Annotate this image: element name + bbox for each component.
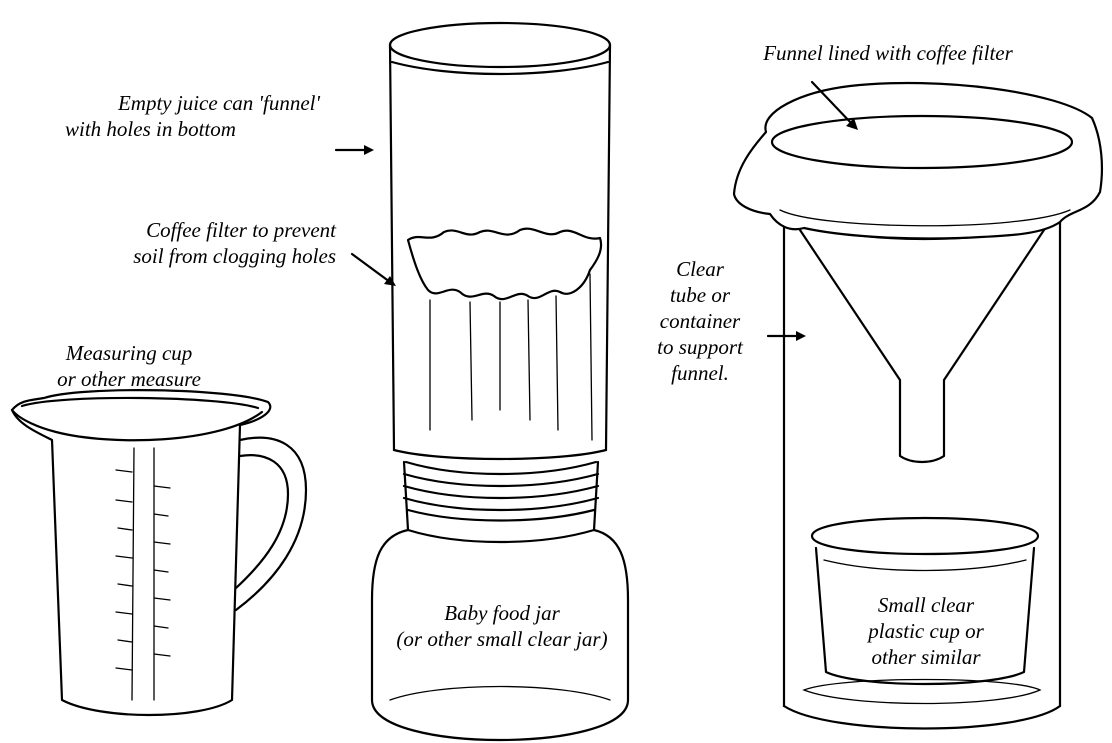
- label-line: soil from clogging holes: [60, 243, 336, 269]
- label-line: other similar: [828, 644, 1024, 670]
- label-line: Coffee filter to prevent: [60, 217, 336, 243]
- arrow-coffee-filter: [352, 254, 396, 286]
- label-plastic-cup: Small clear plastic cup or other similar: [828, 592, 1024, 670]
- label-clear-tube: Clear tube or container to support funne…: [640, 256, 760, 386]
- label-line: Empty juice can 'funnel': [20, 90, 320, 116]
- label-line: Baby food jar: [374, 600, 630, 626]
- label-line: or other measure: [12, 366, 246, 392]
- label-line: tube or: [640, 282, 760, 308]
- label-coffee-filter: Coffee filter to prevent soil from clogg…: [60, 217, 336, 269]
- label-line: Small clear: [828, 592, 1024, 618]
- label-line: plastic cup or: [828, 618, 1024, 644]
- label-line: Measuring cup: [12, 340, 246, 366]
- arrow-clear-tube: [768, 331, 806, 341]
- label-line: funnel.: [640, 360, 760, 386]
- label-line: (or other small clear jar): [374, 626, 630, 652]
- measuring-cup-drawing: [12, 390, 306, 715]
- label-measuring-cup: Measuring cup or other measure: [12, 340, 246, 392]
- label-line: to support: [640, 334, 760, 360]
- label-line: container: [640, 308, 760, 334]
- label-line: with holes in bottom: [20, 116, 320, 142]
- label-funnel: Funnel lined with coffee filter: [718, 40, 1058, 66]
- label-baby-food-jar: Baby food jar (or other small clear jar): [374, 600, 630, 652]
- juice-can-drawing: [390, 23, 610, 459]
- label-line: Funnel lined with coffee filter: [718, 40, 1058, 66]
- label-juice-can: Empty juice can 'funnel' with holes in b…: [20, 90, 320, 142]
- arrow-juice-can: [336, 145, 374, 155]
- label-line: Clear: [640, 256, 760, 282]
